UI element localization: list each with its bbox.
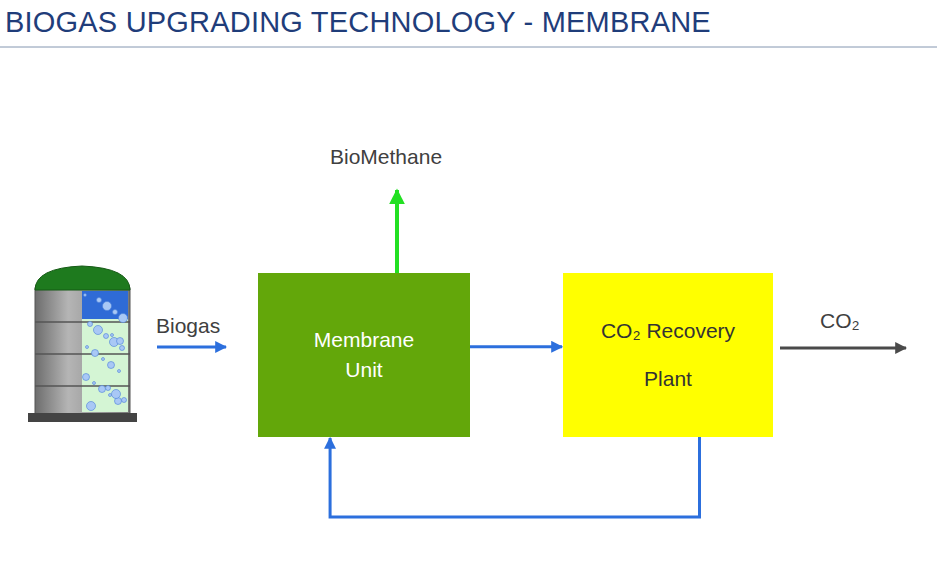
- flow-connector: [470, 345, 562, 348]
- title-rule: [0, 47, 937, 48]
- biogas-feed-arrow: [157, 346, 226, 349]
- biomethane-arrow: [395, 190, 399, 273]
- membrane-unit-box: Membrane Unit: [258, 273, 470, 437]
- node-label: Membrane Unit: [304, 325, 424, 386]
- digester-illustration: [28, 266, 137, 422]
- biogas-label: Biogas: [156, 314, 220, 338]
- node-label: CO₂ Recovery Plant: [581, 307, 756, 404]
- biomethane-label: BioMethane: [330, 145, 442, 169]
- diagram-title: BIOGAS UPGRADING TECHNOLOGY - MEMBRANE: [5, 6, 711, 39]
- flow-connector: [330, 437, 699, 517]
- co2-output-label: CO₂: [820, 309, 860, 333]
- co2-recovery-box: CO₂ Recovery Plant: [563, 273, 773, 437]
- co2-out-arrow: [780, 347, 906, 350]
